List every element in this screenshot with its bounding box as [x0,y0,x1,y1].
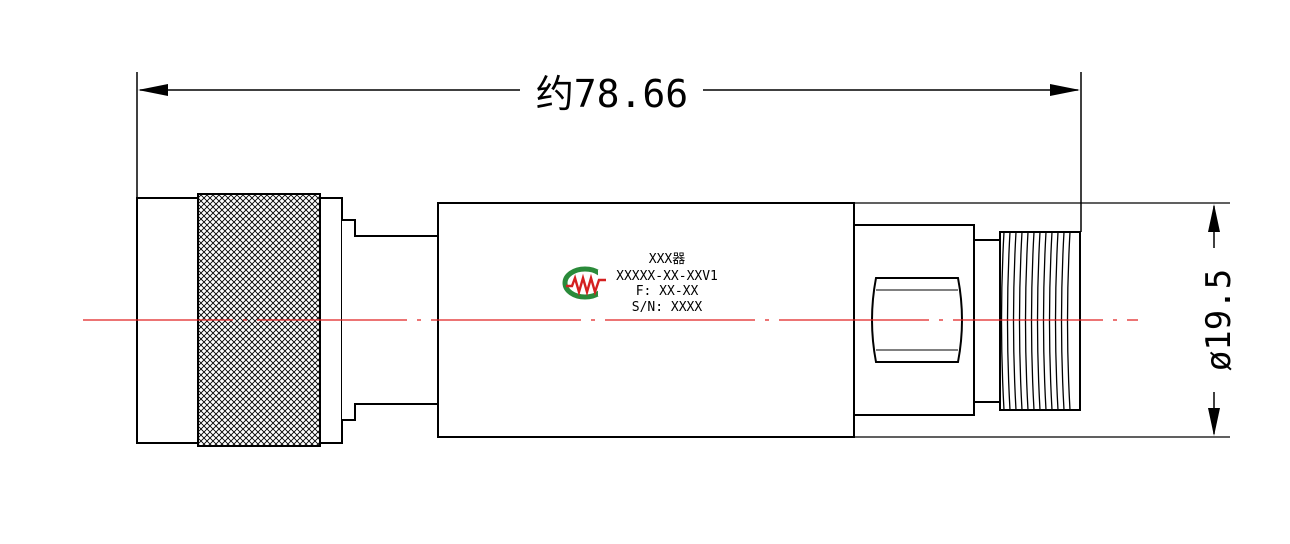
thread-crest [1012,231,1023,411]
thread-crest [1048,231,1059,411]
diameter-dimension-text: ø19.5 [1199,269,1239,371]
length-dimension: 约78.66 [136,72,1082,232]
arrow-down-icon [1208,408,1220,436]
logo-wave-icon [566,273,606,297]
length-dimension-text: 约78.66 [536,72,688,116]
arrow-left-icon [138,84,168,96]
diameter-dimension: ø19.5 [1199,204,1239,436]
thread-section [999,231,1081,411]
label-line-1: XXX器 [649,252,685,267]
thread-crest [1000,231,1011,411]
brand-logo [562,266,610,300]
thread-crest [1036,231,1047,411]
label-line-4: S/N: XXXX [632,300,703,315]
thread-crest [1060,231,1071,411]
thread-crest [1024,231,1035,411]
arrow-right-icon [1050,84,1080,96]
label-line-3: F: XX-XX [636,284,699,299]
label-line-2: XXXXX-XX-XXV1 [616,269,718,284]
product-label: XXX器 XXXXX-XX-XXV1 F: XX-XX S/N: XXXX [616,252,718,315]
arrow-up-icon [1208,204,1220,232]
